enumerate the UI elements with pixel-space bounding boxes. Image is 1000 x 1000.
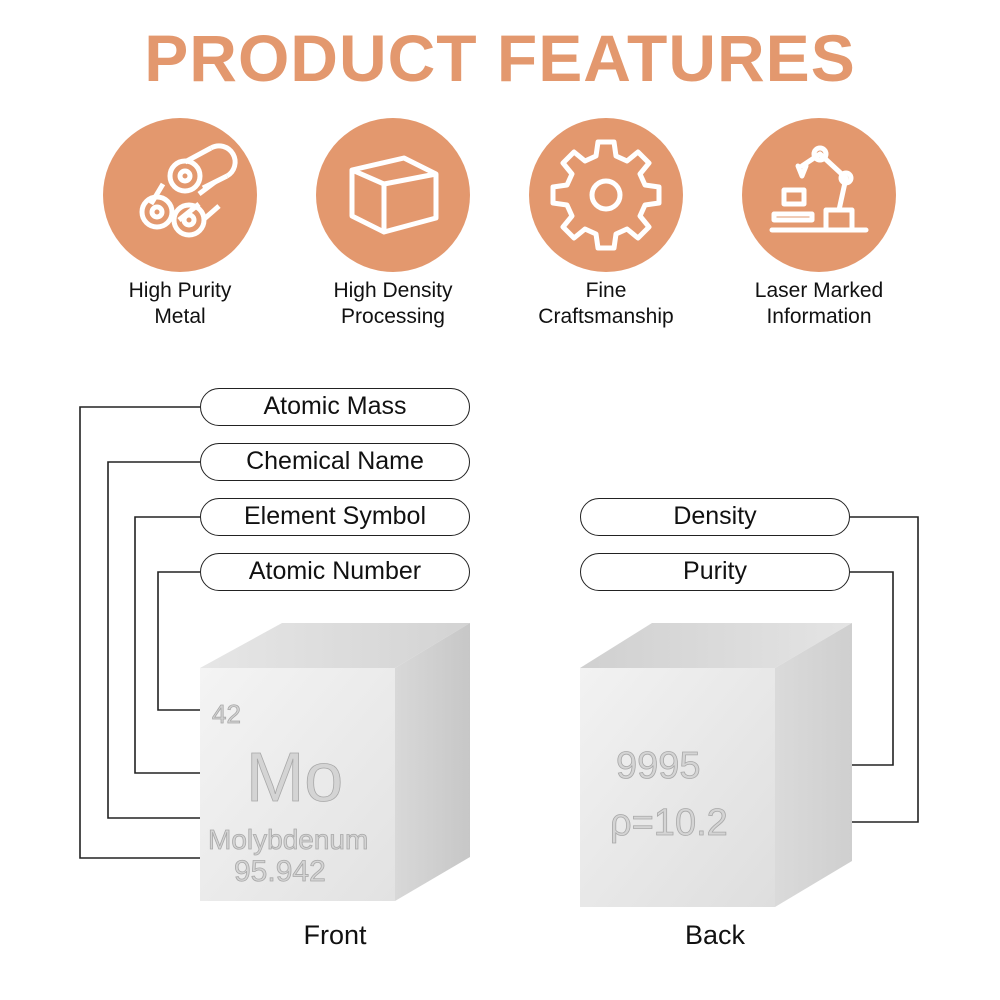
front-cube: 42 Mo Molybdenum 95.942 <box>200 623 470 901</box>
cube-icon <box>349 155 439 235</box>
feature-label: Fine Craftsmanship <box>501 278 711 330</box>
feature-circle <box>103 118 257 272</box>
feature-high-purity-metal: High Purity Metal <box>75 118 285 330</box>
feature-fine-craftsmanship: Fine Craftsmanship <box>501 118 711 330</box>
page-title: PRODUCT FEATURES <box>144 21 856 95</box>
feature-label-line1: Fine <box>585 279 627 302</box>
front-cube-top <box>200 623 470 668</box>
feature-label: High Purity Metal <box>75 278 285 330</box>
feature-high-density-processing: High Density Processing <box>288 118 498 330</box>
feature-label-line1: High Density <box>333 279 453 302</box>
front-cube-face <box>200 668 395 901</box>
back-cube-face <box>580 668 775 907</box>
gear-icon <box>550 139 662 251</box>
robot-arm-icon <box>769 145 869 233</box>
label-element-symbol: Element Symbol <box>200 498 470 536</box>
caption-back: Back <box>684 920 746 950</box>
feature-label: Laser Marked Information <box>714 278 924 330</box>
feature-circle <box>529 118 683 272</box>
feature-label-line2: Information <box>766 305 872 328</box>
purity-value: 9995 <box>616 745 701 787</box>
back-cube-top <box>580 623 852 668</box>
feature-label-line2: Processing <box>341 305 445 328</box>
feature-label: High Density Processing <box>288 278 498 330</box>
feature-label-line1: High Purity <box>128 279 232 302</box>
label-purity: Purity <box>580 553 850 591</box>
label-atomic-number: Atomic Number <box>200 553 470 591</box>
feature-laser-marked-information: Laser Marked Information <box>714 118 924 330</box>
feature-label-line2: Craftsmanship <box>538 305 674 328</box>
back-cube: 9995 ρ=10.2 <box>580 623 852 907</box>
leader-chemical-name <box>107 461 200 819</box>
label-atomic-mass: Atomic Mass <box>200 388 470 426</box>
label-chemical-name: Chemical Name <box>200 443 470 481</box>
chemical-name: Molybdenum <box>208 824 368 855</box>
feature-circle <box>742 118 896 272</box>
atomic-number: 42 <box>212 699 241 729</box>
label-density: Density <box>580 498 850 536</box>
leader-atomic-mass <box>79 406 200 859</box>
density-value: ρ=10.2 <box>610 802 728 844</box>
feature-label-line1: Laser Marked <box>754 279 884 302</box>
element-symbol: Mo <box>246 738 343 816</box>
feature-label-line2: Metal <box>154 305 206 328</box>
caption-front: Front <box>303 920 367 950</box>
atomic-mass: 95.942 <box>234 855 326 888</box>
feature-circle <box>316 118 470 272</box>
front-cube-side <box>395 623 470 901</box>
back-cube-side <box>775 623 852 907</box>
metal-rods-icon <box>139 143 238 238</box>
